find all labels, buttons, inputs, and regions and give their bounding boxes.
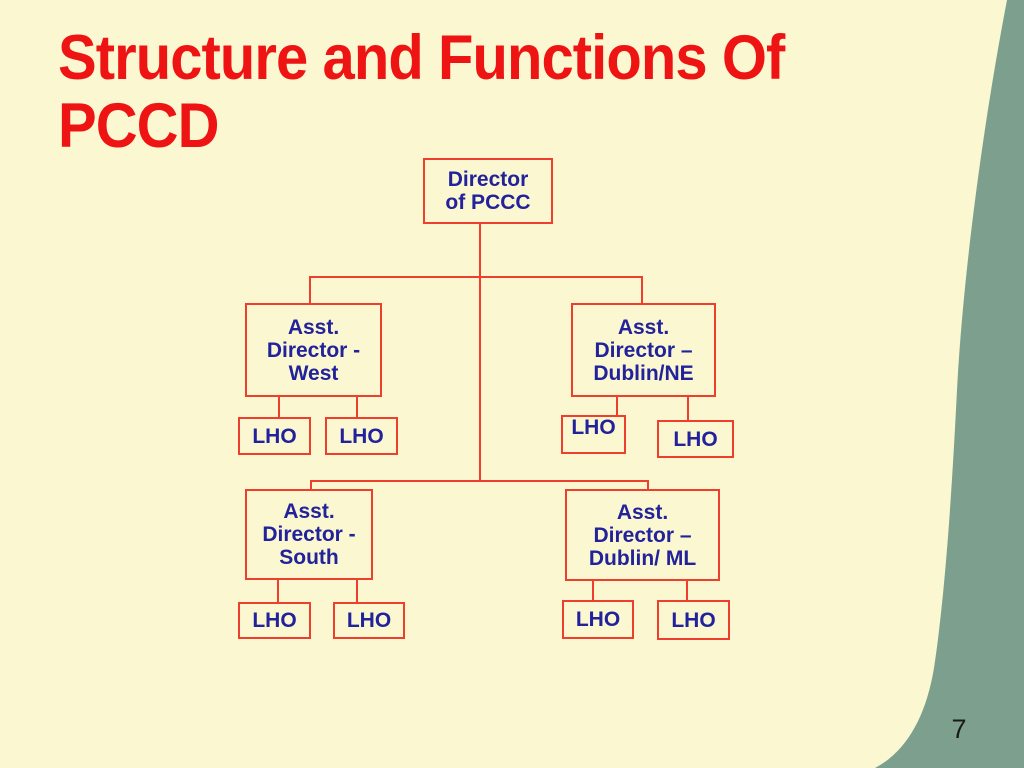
lho-box-south-1: LHO bbox=[238, 602, 311, 639]
lho-box-dublin-ne-1: LHO bbox=[561, 415, 626, 454]
lho-box-dublin-ne-1-label: LHO bbox=[571, 416, 616, 439]
lho-box-west-1: LHO bbox=[238, 417, 311, 455]
org-node-director: Director of PCCC bbox=[423, 158, 553, 224]
lho-box-west-1-label: LHO bbox=[252, 424, 297, 448]
lho-box-west-2-label: LHO bbox=[339, 424, 384, 448]
lho-box-dublin-ne-2-label: LHO bbox=[673, 427, 718, 451]
org-node-asst-director-south-label: Asst. Director - South bbox=[262, 500, 356, 569]
lho-box-south-2: LHO bbox=[333, 602, 405, 639]
lho-box-dublin-ml-2: LHO bbox=[657, 600, 730, 640]
org-node-asst-director-west-label: Asst. Director - West bbox=[266, 315, 361, 385]
page-title: Structure and Functions Of PCCD bbox=[58, 23, 785, 161]
lho-box-south-1-label: LHO bbox=[252, 609, 297, 632]
lho-box-south-2-label: LHO bbox=[346, 609, 392, 632]
lho-box-dublin-ml-1: LHO bbox=[562, 600, 634, 639]
lho-box-west-2: LHO bbox=[325, 417, 398, 455]
org-node-asst-director-west: Asst. Director - West bbox=[245, 303, 382, 397]
lho-box-dublin-ml-1-label: LHO bbox=[575, 608, 621, 631]
org-node-asst-director-dublin-ml: Asst. Director – Dublin/ ML bbox=[565, 489, 720, 581]
lho-box-dublin-ml-2-label: LHO bbox=[671, 608, 716, 632]
org-node-asst-director-south: Asst. Director - South bbox=[245, 489, 373, 580]
org-node-director-label: Director of PCCC bbox=[445, 168, 531, 214]
org-node-asst-director-dublin-ne: Asst. Director – Dublin/NE bbox=[571, 303, 716, 397]
org-node-asst-director-dublin-ne-label: Asst. Director – Dublin/NE bbox=[593, 315, 694, 385]
org-node-asst-director-dublin-ml-label: Asst. Director – Dublin/ ML bbox=[588, 500, 697, 570]
lho-box-dublin-ne-2: LHO bbox=[657, 420, 734, 458]
page-number: 7 bbox=[951, 714, 967, 744]
